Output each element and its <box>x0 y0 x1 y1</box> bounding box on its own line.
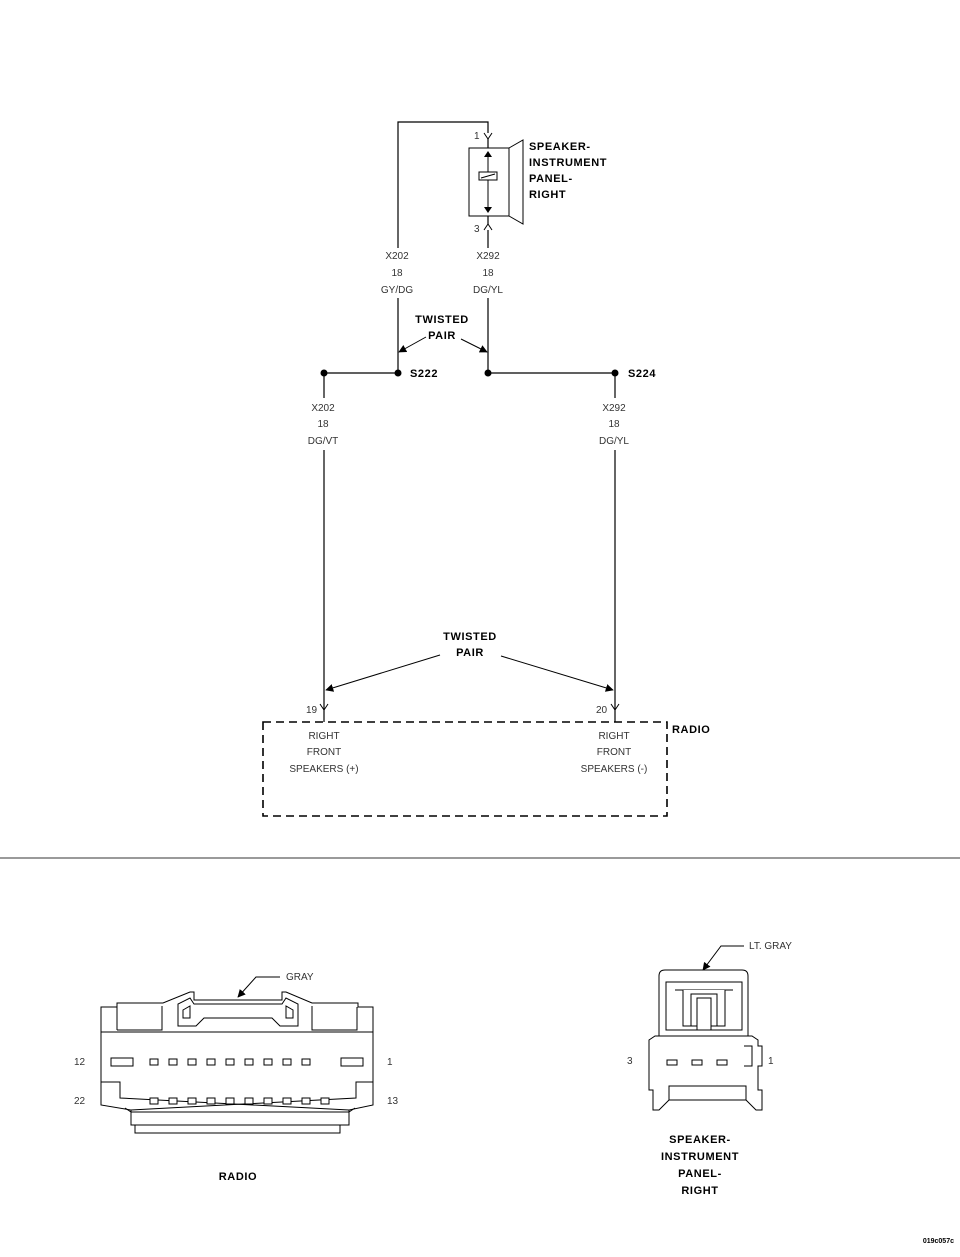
speaker-connector-caption-line-1: SPEAKER- <box>669 1134 731 1146</box>
splice-node <box>484 369 492 377</box>
speaker-connector-caption-line-3: PANEL- <box>678 1168 722 1180</box>
radio-function-left: RIGHT FRONT SPEAKERS (+) <box>289 731 358 775</box>
connector-cavity <box>263 1097 273 1105</box>
speaker-arrow-down-icon <box>484 207 492 213</box>
twisted-pair-lower-line-1: TWISTED <box>443 631 497 643</box>
radio-component-box <box>262 721 668 817</box>
connector-cavity <box>282 1058 292 1066</box>
speaker-pin-top: 1 <box>474 131 480 142</box>
twisted-pair-upper-line-2: PAIR <box>428 330 456 342</box>
twisted-pair-lower-arrow-left <box>325 654 441 692</box>
wire-x202-upper-top <box>397 121 489 248</box>
connector-cavity <box>666 1059 678 1066</box>
wire-label-upper-right: X292 18 DG/YL <box>473 251 503 296</box>
connector-cavity <box>282 1097 292 1105</box>
svg-text:X202: X202 <box>385 251 409 262</box>
radio-label: RADIO <box>672 724 710 736</box>
radio-connector-color: GRAY <box>286 972 314 983</box>
connector-cavity <box>301 1097 311 1105</box>
connector-cavity <box>244 1097 254 1105</box>
speaker-symbol <box>468 139 524 225</box>
speaker-connector-face <box>648 969 763 1111</box>
connector-cavity <box>206 1058 216 1066</box>
radio-pin-right: 20 <box>596 705 608 716</box>
twisted-pair-upper-arrow-right <box>460 338 488 353</box>
svg-text:X292: X292 <box>476 251 500 262</box>
connector-cavity <box>320 1097 330 1105</box>
connector-cavity <box>716 1059 728 1066</box>
svg-text:X202: X202 <box>311 403 335 414</box>
radio-connector-caption: RADIO <box>219 1171 257 1183</box>
speaker-connector-pin-right: 1 <box>768 1056 774 1067</box>
wire-label-lower-right: X292 18 DG/YL <box>599 403 629 447</box>
radio-function-right: RIGHT FRONT SPEAKERS (-) <box>581 731 648 775</box>
splice-s222-label: S222 <box>410 368 438 380</box>
speaker-connector-color: LT. GRAY <box>749 941 792 952</box>
twisted-pair-upper-line-1: TWISTED <box>415 314 469 326</box>
connector-cavity <box>110 1057 134 1067</box>
speaker-name-line-2: INSTRUMENT <box>529 157 607 169</box>
speaker-connector-pin-left: 3 <box>627 1056 633 1067</box>
radio-connector-color-pointer <box>237 976 280 998</box>
radio-pin-left: 19 <box>306 705 318 716</box>
connector-cavity <box>149 1058 159 1066</box>
connector-cavity <box>691 1059 703 1066</box>
svg-text:DG/YL: DG/YL <box>473 285 503 296</box>
svg-text:RIGHT: RIGHT <box>308 731 339 742</box>
svg-text:DG/VT: DG/VT <box>308 436 339 447</box>
connector-cavity <box>340 1057 364 1067</box>
twisted-pair-lower-arrow-right <box>500 655 614 692</box>
wire-label-upper-left: X202 18 GY/DG <box>381 251 413 296</box>
splice-node <box>394 369 402 377</box>
connector-cavity <box>149 1097 159 1105</box>
radio-connector-pin-top-left: 12 <box>74 1057 86 1068</box>
connector-cavity <box>187 1097 197 1105</box>
speaker-body <box>468 147 510 217</box>
svg-text:FRONT: FRONT <box>307 747 341 758</box>
speaker-connector-color-pointer <box>702 945 744 971</box>
svg-text:X292: X292 <box>602 403 626 414</box>
connector-cavity <box>263 1058 273 1066</box>
svg-text:18: 18 <box>317 419 329 430</box>
speaker-pin-bottom: 3 <box>474 224 480 235</box>
connector-cavity <box>301 1058 311 1066</box>
figure-id: 019c057c <box>923 1238 954 1245</box>
splice-s224-label: S224 <box>628 368 656 380</box>
svg-text:GY/DG: GY/DG <box>381 285 413 296</box>
radio-connector-pin-bottom-left: 22 <box>74 1096 86 1107</box>
connector-cavity <box>168 1058 178 1066</box>
connector-cavity <box>168 1097 178 1105</box>
connector-cavity <box>225 1058 235 1066</box>
radio-connector-face <box>100 991 374 1134</box>
wire-label-lower-left: X202 18 DG/VT <box>308 403 339 447</box>
svg-text:18: 18 <box>608 419 620 430</box>
speaker-name-line-4: RIGHT <box>529 189 566 201</box>
svg-text:FRONT: FRONT <box>597 747 631 758</box>
svg-text:SPEAKERS (-): SPEAKERS (-) <box>581 764 648 775</box>
svg-text:18: 18 <box>391 268 403 279</box>
speaker-pin-3-connector <box>483 223 493 231</box>
connector-cavity <box>244 1058 254 1066</box>
twisted-pair-lower-line-2: PAIR <box>456 647 484 659</box>
speaker-name-line-1: SPEAKER- <box>529 141 591 153</box>
svg-text:DG/YL: DG/YL <box>599 436 629 447</box>
speaker-pin-1-connector <box>483 132 493 140</box>
svg-text:SPEAKERS (+): SPEAKERS (+) <box>289 764 358 775</box>
connector-cavity <box>187 1058 197 1066</box>
connector-cavity <box>225 1097 235 1105</box>
svg-text:18: 18 <box>482 268 494 279</box>
radio-connector-pin-bottom-right: 13 <box>387 1096 399 1107</box>
connector-cavity <box>206 1097 216 1105</box>
connector-cavity-row <box>149 1097 330 1105</box>
radio-connector-pin-top-right: 1 <box>387 1057 393 1068</box>
svg-text:RIGHT: RIGHT <box>598 731 629 742</box>
speaker-connector-caption-line-2: INSTRUMENT <box>661 1151 739 1163</box>
speaker-connector-caption-line-4: RIGHT <box>681 1185 718 1197</box>
speaker-name-line-3: PANEL- <box>529 173 573 185</box>
speaker-arrow-up-icon <box>484 151 492 157</box>
connector-cavity-row <box>149 1058 311 1066</box>
speaker-cone <box>508 139 524 225</box>
twisted-pair-upper-arrow-left <box>398 336 427 353</box>
